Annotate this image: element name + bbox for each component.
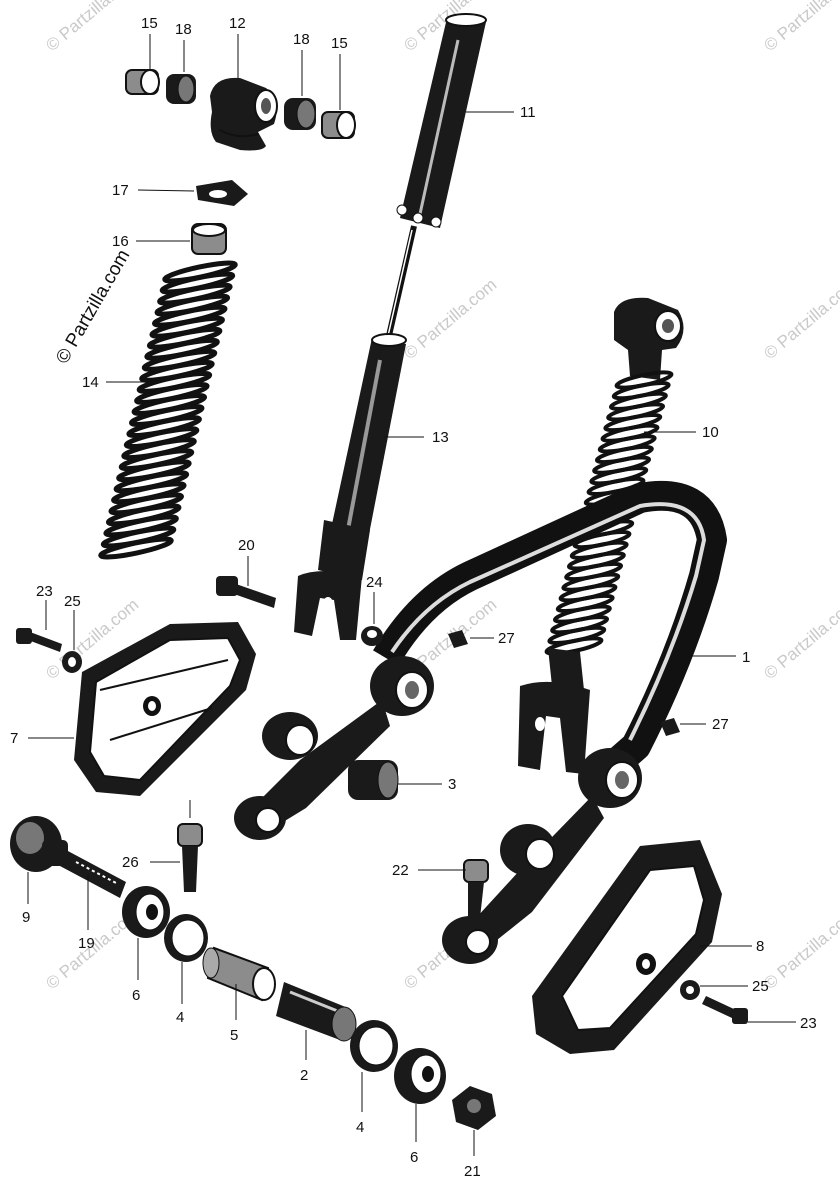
- callout-24: 24: [366, 574, 383, 591]
- callout-7: 7: [10, 730, 18, 747]
- washer-25-right: [680, 980, 700, 1000]
- callout-23-right: 23: [800, 1015, 817, 1032]
- callout-22: 22: [392, 862, 409, 879]
- watermark: © Partzilla.com: [760, 595, 840, 683]
- callout-25-left: 25: [64, 593, 81, 610]
- shock-absorber-10: [518, 297, 684, 774]
- callout-4-right: 4: [356, 1119, 364, 1136]
- pivot-bolt-19: [60, 850, 126, 898]
- screw-23-right: [702, 996, 748, 1024]
- washer-4-right: [350, 1020, 398, 1072]
- callout-27-upper: 27: [498, 630, 515, 647]
- grease-nipple-27-lower: [660, 718, 680, 736]
- callout-13: 13: [432, 429, 449, 446]
- callout-1: 1: [742, 649, 750, 666]
- callout-10: 10: [702, 424, 719, 441]
- cover-8: [532, 840, 722, 1054]
- watermark: © Partzilla.com: [42, 0, 142, 55]
- spring-seat-17: [196, 180, 248, 206]
- callout-4-left: 4: [176, 1009, 184, 1026]
- callout-18-left: 18: [175, 21, 192, 38]
- watermark: © Partzilla.com: [760, 905, 840, 993]
- washer-25-left: [62, 651, 82, 673]
- callout-16: 16: [112, 233, 129, 250]
- washer-4-left: [164, 914, 208, 962]
- callouts: 15 18 12 18 15 11 17 16 14 13 10 20 23 2…: [10, 15, 817, 1180]
- pivot-nut-9: [10, 816, 68, 872]
- watermark: © Partzilla.com: [400, 275, 500, 363]
- callout-23-left: 23: [36, 583, 53, 600]
- bolt-26: [177, 800, 203, 892]
- nut-21: [452, 1086, 496, 1130]
- callout-15-right: 15: [331, 35, 348, 52]
- callout-27-lower: 27: [712, 716, 729, 733]
- callout-21: 21: [464, 1163, 481, 1180]
- damper-13: [294, 225, 417, 640]
- watermark: © Partzilla.com: [760, 275, 840, 363]
- callout-15-left: 15: [141, 15, 158, 32]
- callout-12: 12: [229, 15, 246, 32]
- collar-5: [202, 946, 276, 1002]
- bolt-22: [463, 859, 489, 918]
- watermark: © Partzilla.com: [760, 0, 840, 55]
- callout-14: 14: [82, 374, 99, 391]
- cover-7: [74, 622, 256, 796]
- dust-seal-6-left: [122, 886, 170, 938]
- upper-joint-12: [210, 77, 278, 151]
- callout-6-left: 6: [132, 987, 140, 1004]
- callout-2: 2: [300, 1067, 308, 1084]
- watermark-main: © Partzilla.com: [52, 246, 134, 367]
- bolt-20: [216, 576, 276, 608]
- callout-3: 3: [448, 776, 456, 793]
- collar-15-left: [125, 69, 160, 95]
- nut-24: [361, 626, 383, 646]
- callout-8: 8: [756, 938, 764, 955]
- bushing-2: [276, 982, 357, 1042]
- grease-nipple-27-upper: [448, 630, 468, 648]
- spring-14: [98, 260, 238, 560]
- bushing-18-right: [284, 98, 316, 130]
- callout-6-right: 6: [410, 1149, 418, 1166]
- bushing-3: [348, 760, 399, 800]
- callout-5: 5: [230, 1027, 238, 1044]
- callout-19: 19: [78, 935, 95, 952]
- part-drawings: [10, 13, 748, 1130]
- bushing-18-left: [166, 74, 196, 104]
- collar-15-right: [321, 111, 356, 139]
- callout-25-right: 25: [752, 978, 769, 995]
- front-fork-1: [234, 480, 727, 964]
- callout-17: 17: [112, 182, 129, 199]
- callout-11: 11: [520, 104, 536, 121]
- upper-cover-11: [396, 13, 487, 228]
- callout-26: 26: [122, 854, 139, 871]
- callout-20: 20: [238, 537, 255, 554]
- callout-9: 9: [22, 909, 30, 926]
- screw-23-left: [16, 628, 62, 652]
- stopper-16: [191, 223, 227, 255]
- dust-seal-6-right: [394, 1048, 446, 1104]
- callout-18-right: 18: [293, 31, 310, 48]
